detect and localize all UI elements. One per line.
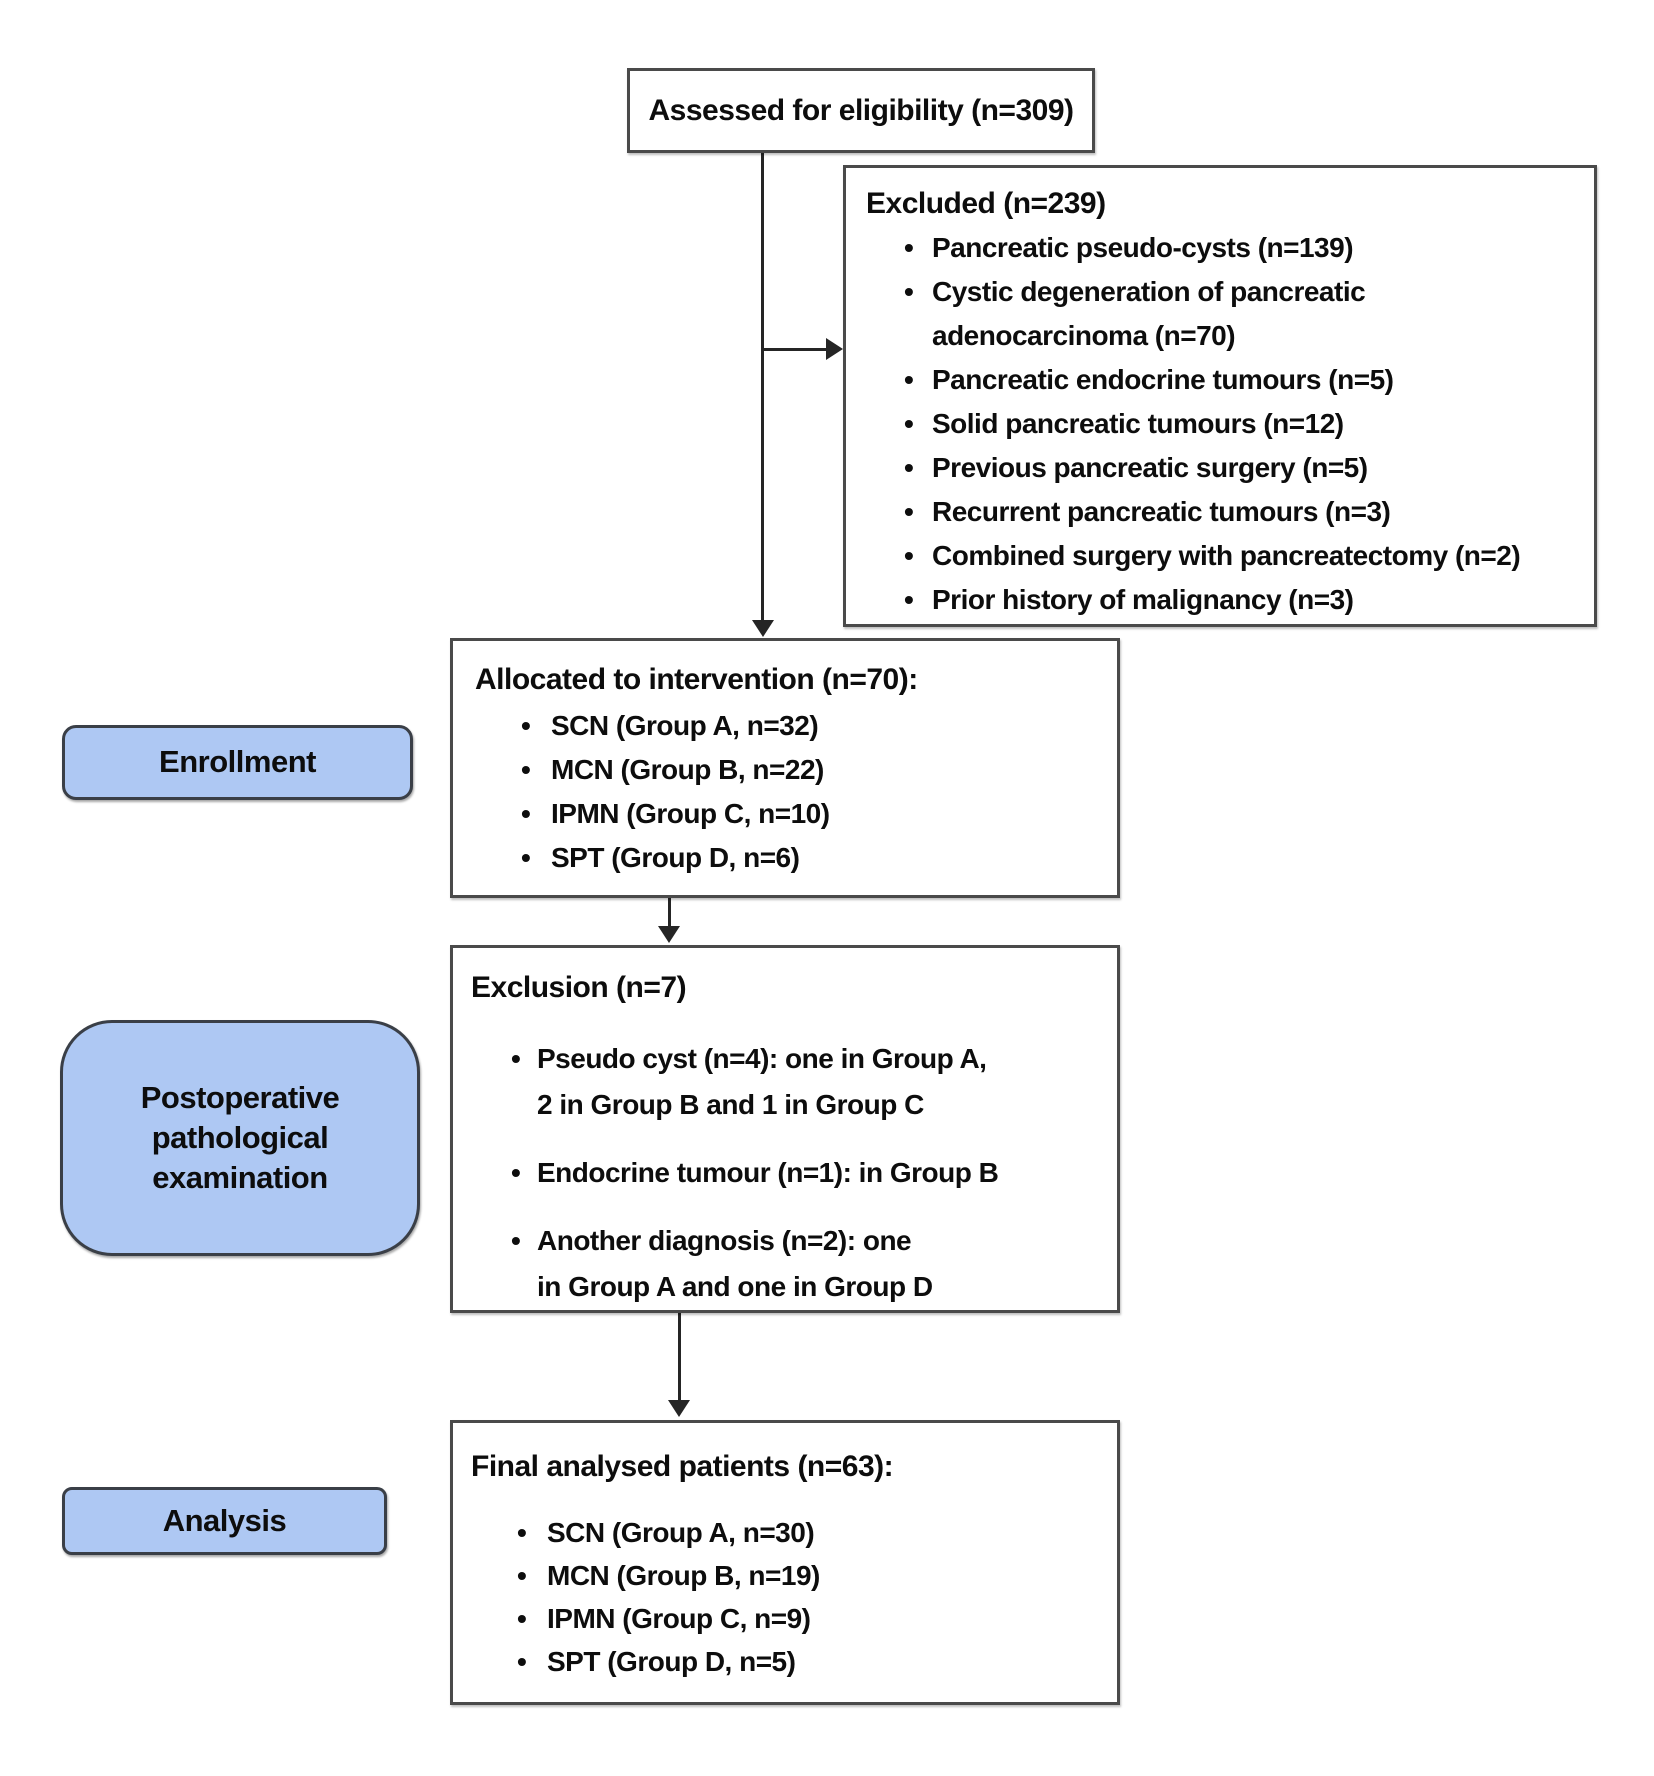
exclusion-list: •Pseudo cyst (n=4): one in Group A, 2 in…: [471, 1036, 1103, 1310]
list-item: •IPMN (Group C, n=9): [471, 1597, 1103, 1640]
connector-assessed-to-allocated: [761, 153, 764, 624]
list-item: •Previous pancreatic surgery (n=5): [866, 446, 1580, 490]
bullet-icon: •: [517, 1603, 527, 1634]
allocated-list: •SCN (Group A, n=32) •MCN (Group B, n=22…: [475, 704, 1103, 880]
assessed-box: Assessed for eligibility (n=309): [627, 68, 1095, 153]
bullet-icon: •: [904, 364, 914, 395]
list-item: •Prior history of malignancy (n=3): [866, 578, 1580, 622]
bullet-icon: •: [517, 1560, 527, 1591]
bullet-icon: •: [517, 1517, 527, 1548]
stage-postoperative: Postoperative pathological examination: [60, 1020, 420, 1256]
bullet-icon: •: [904, 408, 914, 439]
bullet-icon: •: [904, 452, 914, 483]
list-item: •MCN (Group B, n=19): [471, 1554, 1103, 1597]
bullet-icon: •: [511, 1225, 521, 1256]
list-item: •Combined surgery with pancreatectomy (n…: [866, 534, 1580, 578]
stage-enrollment: Enrollment: [62, 725, 413, 800]
arrowhead-down-exclusion: [658, 926, 680, 943]
final-list: •SCN (Group A, n=30) •MCN (Group B, n=19…: [471, 1511, 1103, 1683]
list-item: •IPMN (Group C, n=10): [475, 792, 1103, 836]
allocated-title: Allocated to intervention (n=70):: [475, 663, 918, 696]
stage-analysis-label: Analysis: [162, 1502, 287, 1538]
list-item: •SCN (Group A, n=30): [471, 1511, 1103, 1554]
list-item: •MCN (Group B, n=22): [475, 748, 1103, 792]
bullet-icon: •: [521, 798, 531, 829]
bullet-icon: •: [517, 1646, 527, 1677]
exclusion-title: Exclusion (n=7): [471, 971, 687, 1004]
list-item: •Another diagnosis (n=2): one in Group A…: [471, 1218, 1103, 1310]
stage-enrollment-label: Enrollment: [159, 744, 316, 780]
excluded-box: Excluded (n=239) •Pancreatic pseudo-cyst…: [843, 165, 1597, 627]
bullet-icon: •: [521, 754, 531, 785]
list-item: •Solid pancreatic tumours (n=12): [866, 402, 1580, 446]
bullet-icon: •: [521, 710, 531, 741]
list-item: •Cystic degeneration of pancreatic adeno…: [866, 270, 1580, 358]
stage-postoperative-label: Postoperative pathological examination: [140, 1079, 340, 1196]
excluded-list: •Pancreatic pseudo-cysts (n=139) •Cystic…: [866, 226, 1580, 622]
assessed-title: Assessed for eligibility (n=309): [648, 93, 1075, 127]
list-item: •Pancreatic pseudo-cysts (n=139): [866, 226, 1580, 270]
bullet-icon: •: [904, 496, 914, 527]
bullet-icon: •: [511, 1043, 521, 1074]
stage-analysis: Analysis: [62, 1487, 387, 1555]
connector-allocated-to-exclusion: [668, 898, 671, 928]
connector-exclusion-to-final: [678, 1313, 681, 1402]
allocated-box: Allocated to intervention (n=70): •SCN (…: [450, 638, 1120, 898]
arrowhead-right-excluded: [826, 338, 843, 360]
bullet-icon: •: [904, 276, 914, 307]
arrowhead-down-allocated: [752, 620, 774, 637]
arrowhead-down-final: [668, 1400, 690, 1417]
bullet-icon: •: [521, 842, 531, 873]
list-item: •Pseudo cyst (n=4): one in Group A, 2 in…: [471, 1036, 1103, 1128]
list-item: •SPT (Group D, n=5): [471, 1640, 1103, 1683]
bullet-icon: •: [511, 1157, 521, 1188]
excluded-title: Excluded (n=239): [866, 187, 1106, 220]
list-item: •Pancreatic endocrine tumours (n=5): [866, 358, 1580, 402]
connector-to-excluded: [762, 348, 828, 351]
exclusion-box: Exclusion (n=7) •Pseudo cyst (n=4): one …: [450, 945, 1120, 1313]
list-item: •SPT (Group D, n=6): [475, 836, 1103, 880]
final-title: Final analysed patients (n=63):: [471, 1450, 894, 1483]
bullet-icon: •: [904, 584, 914, 615]
list-item: •Endocrine tumour (n=1): in Group B: [471, 1150, 1103, 1196]
list-item: •SCN (Group A, n=32): [475, 704, 1103, 748]
final-box: Final analysed patients (n=63): •SCN (Gr…: [450, 1420, 1120, 1705]
bullet-icon: •: [904, 232, 914, 263]
list-item: •Recurrent pancreatic tumours (n=3): [866, 490, 1580, 534]
bullet-icon: •: [904, 540, 914, 571]
